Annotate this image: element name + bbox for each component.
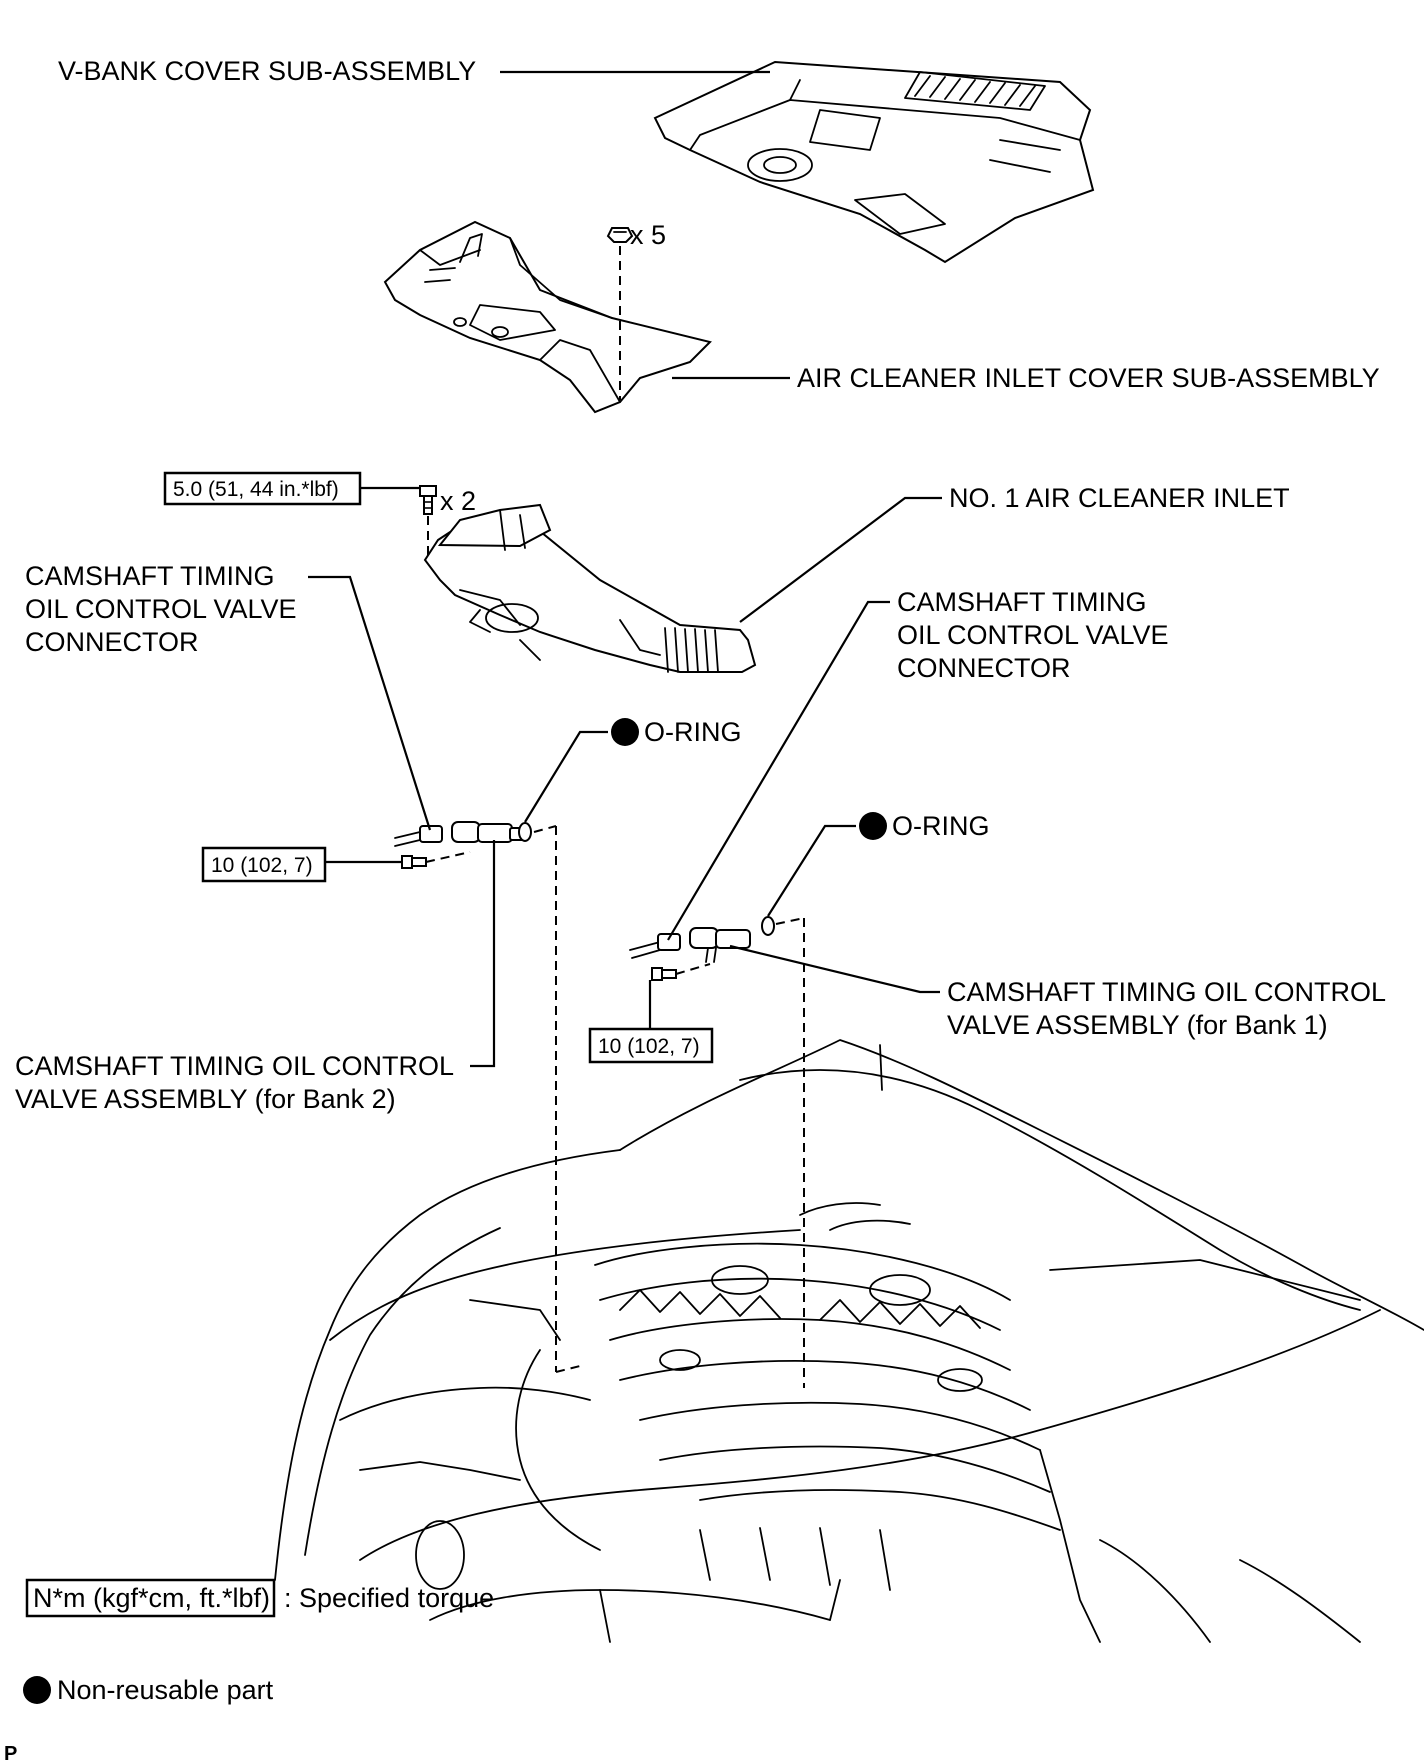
inlet-bolt-quantity: x 2: [440, 486, 476, 516]
o-ring-right-label: O-RING: [892, 811, 990, 841]
no1-air-cleaner-inlet-drawing: [423, 503, 757, 673]
engine-bay-drawing: [274, 1039, 1424, 1643]
bank1-bolt-torque: 10 (102, 7): [598, 1035, 700, 1058]
bank2-bolt-torque-box: [201, 846, 327, 883]
v-bank-cover-drawing: [653, 60, 1095, 264]
svg-text:CAMSHAFT TIMING OIL CONTROL: CAMSHAFT TIMING OIL CONTROL: [947, 977, 1386, 1007]
connector-right-label: CAMSHAFT TIMING OIL CONTROL VALVE CONNEC…: [897, 587, 1169, 683]
svg-text:OIL CONTROL VALVE: OIL CONTROL VALVE: [897, 620, 1169, 650]
svg-text:CAMSHAFT TIMING OIL CONTROL: CAMSHAFT TIMING OIL CONTROL: [15, 1051, 454, 1081]
o-ring-right-marker: [859, 812, 887, 840]
svg-text:VALVE ASSEMBLY (for Bank 2): VALVE ASSEMBLY (for Bank 2): [15, 1084, 396, 1114]
svg-text:OIL CONTROL VALVE: OIL CONTROL VALVE: [25, 594, 297, 624]
svg-text:CONNECTOR: CONNECTOR: [25, 627, 199, 657]
non-reusable-marker: [23, 1676, 51, 1704]
corner-mark: P: [4, 1743, 17, 1763]
valve-bank2-label: CAMSHAFT TIMING OIL CONTROL VALVE ASSEMB…: [15, 1051, 454, 1114]
bank2-valve-drawing: [394, 821, 532, 869]
legend-torque-unit: N*m (kgf*cm, ft.*lbf): [33, 1583, 270, 1613]
svg-text:CAMSHAFT TIMING: CAMSHAFT TIMING: [25, 561, 275, 591]
legend-torque-text: : Specified torque: [284, 1583, 494, 1613]
air-cleaner-inlet-cover-label: AIR CLEANER INLET COVER SUB-ASSEMBLY: [797, 363, 1380, 393]
no1-air-cleaner-inlet-label: NO. 1 AIR CLEANER INLET: [949, 483, 1290, 513]
svg-text:VALVE ASSEMBLY (for Bank 1): VALVE ASSEMBLY (for Bank 1): [947, 1010, 1328, 1040]
o-ring-left-marker: [611, 718, 639, 746]
legend-torque-box: [25, 1578, 276, 1618]
bolt-icon: [419, 485, 437, 515]
o-ring-left-label: O-RING: [644, 717, 742, 747]
clip-quantity: x 5: [630, 220, 666, 250]
svg-text:CAMSHAFT TIMING: CAMSHAFT TIMING: [897, 587, 1147, 617]
connector-left-label: CAMSHAFT TIMING OIL CONTROL VALVE CONNEC…: [25, 561, 297, 657]
legend-nonreusable-text: Non-reusable part: [57, 1675, 274, 1705]
bank1-valve-drawing: [629, 916, 775, 981]
valve-bank1-label: CAMSHAFT TIMING OIL CONTROL VALVE ASSEMB…: [947, 977, 1386, 1040]
inlet-bolt-torque: 5.0 (51, 44 in.*lbf): [173, 478, 339, 501]
air-cleaner-inlet-cover-drawing: [383, 220, 712, 414]
v-bank-cover-label: V-BANK COVER SUB-ASSEMBLY: [58, 56, 476, 86]
svg-text:CONNECTOR: CONNECTOR: [897, 653, 1071, 683]
bank2-bolt-torque: 10 (102, 7): [211, 854, 313, 877]
clip-fastener-icon: [606, 227, 634, 243]
